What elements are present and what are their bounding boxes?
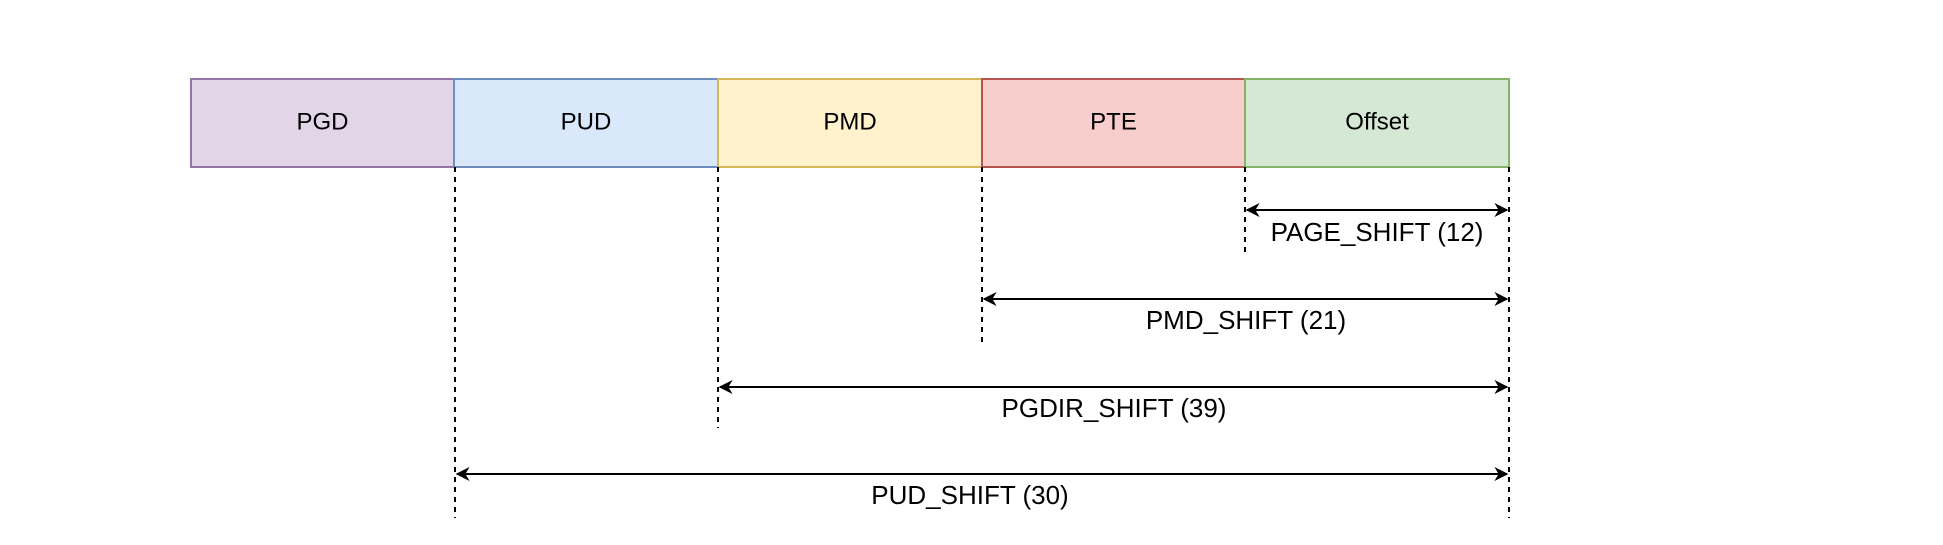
segment-label: PUD [561, 108, 612, 135]
segment-label: PGD [296, 108, 348, 135]
shift-arrows [455, 203, 1509, 481]
segment-pud: PUD [453, 78, 719, 168]
boundary-guides [454, 167, 1510, 518]
segment-label: PMD [823, 108, 876, 135]
pgdir-shift-label: PGDIR_SHIFT (39) [1002, 393, 1227, 423]
segment-pgd: PGD [190, 78, 455, 168]
shift-labels: PAGE_SHIFT (12) PMD_SHIFT (21) PGDIR_SHI… [871, 217, 1483, 510]
segment-label: Offset [1345, 108, 1409, 135]
pud-shift-label: PUD_SHIFT (30) [871, 480, 1068, 510]
segment-pte: PTE [981, 78, 1246, 168]
segment-pmd: PMD [717, 78, 983, 168]
pmd-shift-label: PMD_SHIFT (21) [1146, 305, 1346, 335]
address-segments: PGD PUD PMD PTE Offset [190, 78, 1510, 168]
segment-label: PTE [1090, 108, 1137, 135]
segment-offset: Offset [1244, 78, 1510, 168]
page-shift-label: PAGE_SHIFT (12) [1271, 217, 1484, 247]
